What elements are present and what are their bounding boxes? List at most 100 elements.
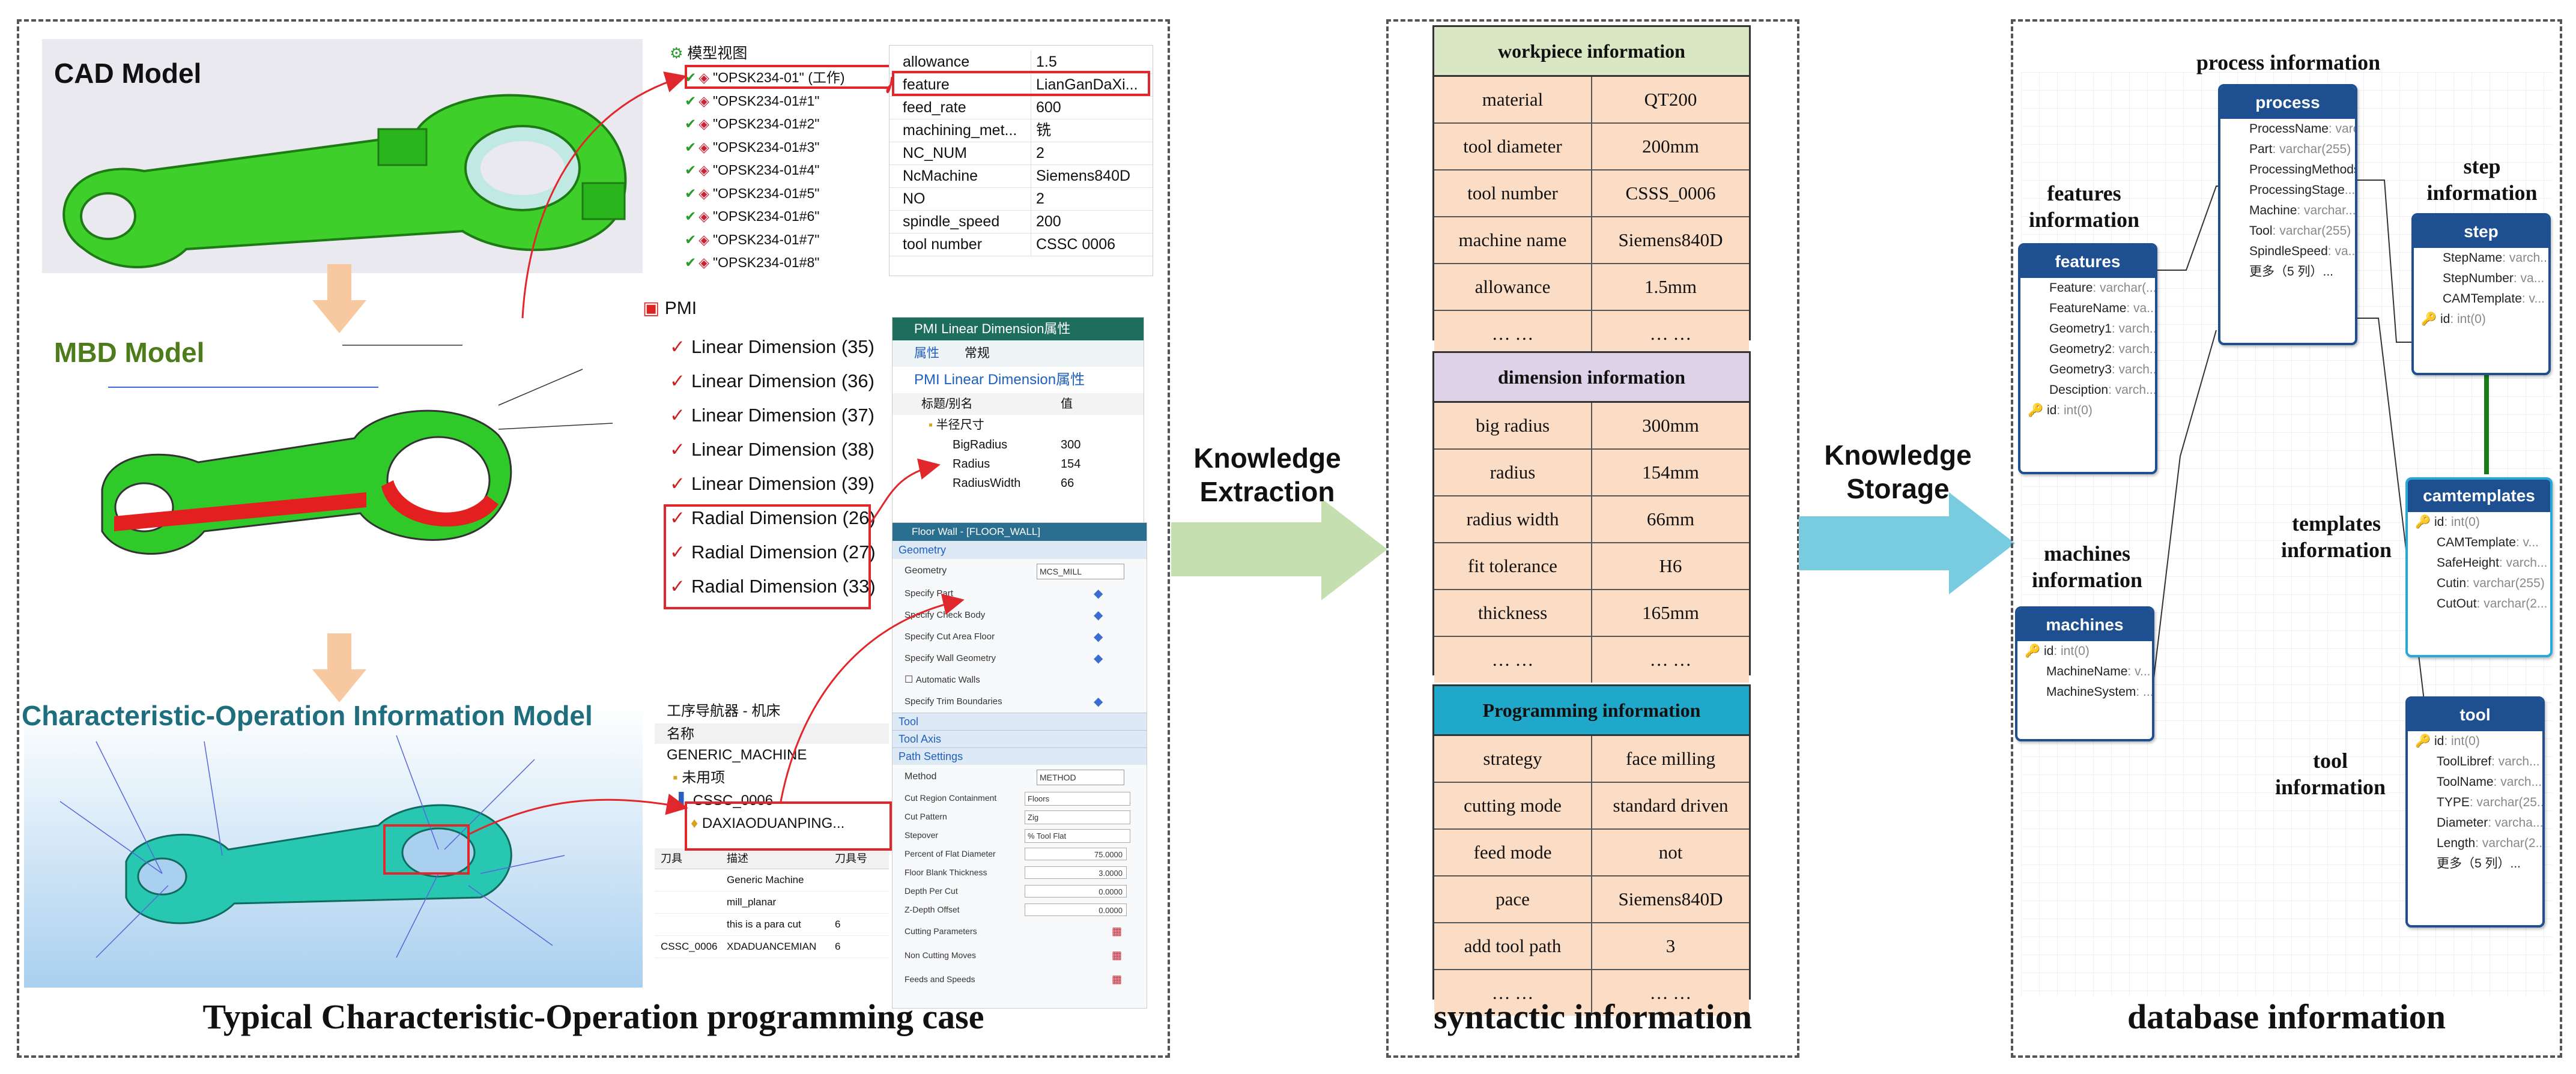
model-tree-item[interactable]: ✔◈"OPSK234-01#8" [658,251,889,272]
floor-wall-param-value[interactable]: 75.0000 [1025,848,1127,860]
model-tree-item[interactable]: ✔◈"OPSK234-01#3" [658,136,889,158]
step-entity[interactable]: step StepName: varch...StepNumber: va...… [2411,213,2551,375]
pmi-item[interactable]: ✓Radial Dimension (27) [625,535,889,569]
features-entity[interactable]: features Feature: varchar(...FeatureName… [2018,243,2157,474]
settings-icon[interactable]: ▦ [1112,949,1123,961]
select-geometry-icon[interactable]: ◆ [1094,630,1103,644]
floor-wall-footer-row[interactable]: Feeds and Speeds▦ [893,967,1147,991]
camtemplates-entity[interactable]: camtemplates 🔑 id: int(0)CAMTemplate: v.… [2405,477,2553,657]
model-tree-item[interactable]: ✔◈"OPSK234-01#1" [658,89,889,112]
floor-wall-spec-row[interactable]: Specify Trim Boundaries◆ [893,691,1147,713]
pmi-item[interactable]: ✓Radial Dimension (26) [625,501,889,535]
pmi-item[interactable]: ✓Linear Dimension (35) [625,330,889,364]
settings-icon[interactable]: ▦ [1112,973,1123,985]
select-geometry-icon[interactable]: ◆ [1094,609,1103,622]
field-type: : int(0) [2444,734,2480,748]
tab-general[interactable]: 常规 [964,346,990,360]
floor-wall-param-value[interactable]: 3.0000 [1025,866,1127,879]
floor-wall-param-value[interactable]: Floors [1025,792,1130,806]
attribute-key: NC_NUM [903,145,967,161]
op-nav-unused[interactable]: ▪ 未用项 [673,770,726,786]
pmi-item[interactable]: ✓Linear Dimension (39) [625,467,889,501]
model-tree-item[interactable]: ✔◈"OPSK234-01#7" [658,228,889,251]
part-icon: ◈ [699,92,709,109]
op-table-row[interactable]: Generic Machine [655,869,889,891]
workpiece-table-value: CSSS_0006 [1625,183,1716,204]
floor-wall-param-value[interactable]: % Tool Flat [1025,829,1130,843]
op-nav-machine[interactable]: GENERIC_MACHINE [667,747,807,763]
field-name: id [2434,734,2444,748]
attribute-value: 200 [1031,210,1061,233]
tool-axis-section-header[interactable]: Tool Axis [893,730,1147,747]
settings-icon[interactable]: ▦ [1112,925,1123,937]
geometry-select[interactable]: MCS_MILL [1037,564,1124,579]
field-name: Geometry2 [2049,342,2112,356]
model-tree-item[interactable]: ✔◈"OPSK234-01#5" [658,182,889,205]
pmi-property-key: Radius [953,457,990,471]
pmi-property-tabs: 属性 常规 [893,340,1144,367]
op-table-row[interactable]: mill_planar [655,891,889,914]
floor-wall-spec-row[interactable]: Specify Check Body◆ [893,605,1147,626]
geometry-row: Geometry MCS_MILL [893,559,1147,583]
op-nav-operation[interactable]: ♦ DAXIAODUANPING... [691,815,845,831]
pmi-item[interactable]: ✓Linear Dimension (37) [625,399,889,432]
floor-wall-spec-row[interactable]: ☐ Automatic Walls [893,669,1147,691]
floor-wall-param-value[interactable]: Zig [1025,810,1130,824]
field-name: id [2043,644,2054,658]
process-entity[interactable]: process ProcessName: varchar...Part: var… [2218,84,2357,345]
floor-wall-footer-row[interactable]: Cutting Parameters▦ [893,919,1147,943]
select-geometry-icon[interactable]: ◆ [1094,587,1103,600]
floor-wall-spec-row[interactable]: Specify Wall Geometry◆ [893,648,1147,669]
path-settings-section-header[interactable]: Path Settings [893,747,1147,765]
attribute-value: 600 [1031,96,1061,119]
model-tree-item[interactable]: ✔◈"OPSK234-01#4" [658,158,889,181]
features-field: 🔑 id: int(0) [2020,400,2155,421]
field-name: ProcessingMethods [2249,163,2355,176]
tab-properties[interactable]: 属性 [914,346,939,360]
machines-entity[interactable]: machines 🔑 id: int(0)MachineName: v...Ma… [2015,606,2154,741]
method-select[interactable]: METHOD [1037,770,1124,785]
floor-wall-footer-row[interactable]: Non Cutting Moves▦ [893,943,1147,967]
pmi-item[interactable]: ✓Linear Dimension (36) [625,364,889,398]
process-field: Part: varchar(255) [2220,139,2355,160]
pmi-item[interactable]: ✓Linear Dimension (38) [625,433,889,466]
pmi-root[interactable]: ▣ PMI [643,298,697,318]
field-name: StepNumber [2443,271,2514,285]
tool-section-header[interactable]: Tool [893,713,1147,730]
floor-wall-param-value[interactable]: 0.0000 [1025,885,1127,898]
pmi-property-group[interactable]: ▪ 半径尺寸 [929,418,984,432]
select-geometry-icon[interactable]: ◆ [1094,652,1103,665]
floor-wall-param-value[interactable]: 0.0000 [1025,904,1127,916]
features-field: Geometry3: varch... [2020,360,2155,380]
model-tree-item[interactable]: ✔◈"OPSK234-01" (工作) [658,66,889,89]
field-name: MachineName [2046,665,2128,678]
field-type: : v... [2515,535,2539,549]
floor-wall-spec-row[interactable]: Specify Part◆ [893,583,1147,605]
pmi-item[interactable]: ✓Radial Dimension (33) [625,570,889,603]
model-tree-root[interactable]: ⚙ 模型视图 [670,45,748,62]
tool-entity[interactable]: tool 🔑 id: int(0)ToolLibref: varch...Too… [2405,696,2545,928]
dimension-table-value: 300mm [1642,415,1699,436]
dimension-icon: ✓ [670,542,685,563]
knowledge-extraction-arrow [1171,498,1387,600]
machines-field: MachineSystem: ... [2017,682,2152,702]
model-tree-item[interactable]: ✔◈"OPSK234-01#2" [658,112,889,135]
programming-table-value: … … [1649,982,1692,1003]
model-tree-item[interactable]: ✔◈"OPSK234-01#6" [658,205,889,228]
field-type: : varchar(255) [2466,576,2545,590]
geometry-section-header[interactable]: Geometry [893,541,1147,559]
floor-wall-spec-row[interactable]: Specify Cut Area Floor◆ [893,626,1147,648]
primary-key-icon: 🔑 [2421,312,2440,326]
select-geometry-icon[interactable]: ◆ [1094,695,1103,708]
automatic-walls-checkbox[interactable]: ☐ [905,675,916,685]
dimension-table-value: 165mm [1642,602,1699,623]
